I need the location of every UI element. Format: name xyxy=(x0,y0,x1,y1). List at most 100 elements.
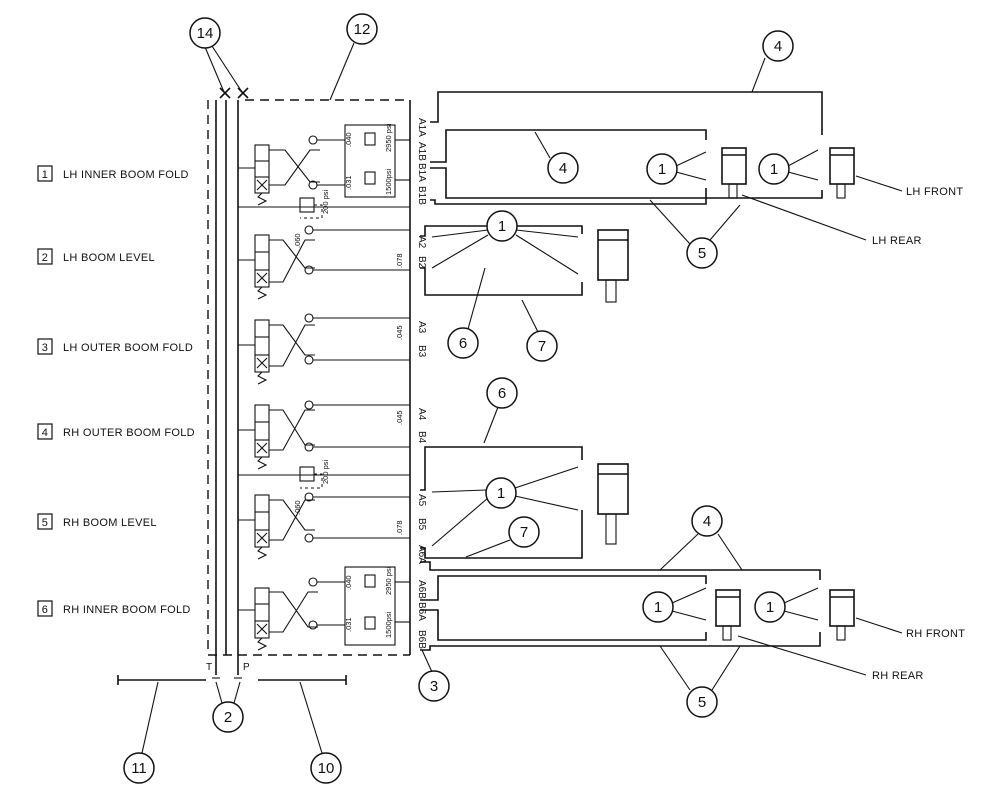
cylinder-label-leaders xyxy=(737,175,903,676)
svg-text:1: 1 xyxy=(766,599,774,616)
svg-text:1: 1 xyxy=(498,218,506,235)
svg-text:7: 7 xyxy=(538,338,546,355)
svg-text:1500psi: 1500psi xyxy=(384,168,393,195)
cylinder-rh-rear xyxy=(715,589,741,641)
valve-section-5 xyxy=(238,492,410,560)
callout-12: 12 xyxy=(329,13,378,101)
cylinder-labels: LH FRONT LH REAR RH FRONT RH REAR xyxy=(872,186,965,682)
svg-text:3: 3 xyxy=(430,678,438,695)
svg-text:B4: B4 xyxy=(416,431,427,444)
callout-1-lh-level: 1 xyxy=(431,210,579,275)
rh-inner-fold-hoses xyxy=(420,561,821,651)
svg-text:A2: A2 xyxy=(416,236,427,249)
svg-text:6: 6 xyxy=(459,335,467,352)
svg-text:A3: A3 xyxy=(416,321,427,334)
svg-text:RH OUTER BOOM FOLD: RH OUTER BOOM FOLD xyxy=(63,427,195,439)
callout-11: 11 xyxy=(123,681,159,784)
svg-text:B1A: B1A xyxy=(416,163,427,182)
svg-text:6: 6 xyxy=(498,385,506,402)
svg-text:.078: .078 xyxy=(395,520,404,535)
valve-section-6 xyxy=(238,566,410,651)
callout-7-rh: 7 xyxy=(465,516,540,558)
svg-text:.040: .040 xyxy=(344,132,353,147)
svg-text:7: 7 xyxy=(520,524,528,541)
orifice-labels: .040 .031 .060 .078 .045 .045 .060 .078 … xyxy=(293,132,404,632)
callout-6-rh: 6 xyxy=(483,377,518,444)
cylinder-lh-rear xyxy=(721,147,747,199)
cylinder-lh-front xyxy=(829,147,855,199)
function-label-1: 1 LH INNER BOOM FOLD xyxy=(37,165,189,182)
callout-4-bottom: 4 xyxy=(659,505,743,571)
svg-text:RH REAR: RH REAR xyxy=(872,670,924,682)
svg-text:LH OUTER BOOM FOLD: LH OUTER BOOM FOLD xyxy=(63,342,193,354)
svg-text:1: 1 xyxy=(497,485,505,502)
callout-6-lh: 6 xyxy=(447,267,486,359)
callout-2: 2 xyxy=(212,681,244,733)
function-label-6: 6 RH INNER BOOM FOLD xyxy=(37,600,191,617)
svg-text:LH BOOM LEVEL: LH BOOM LEVEL xyxy=(63,252,155,264)
svg-text:1: 1 xyxy=(658,161,666,178)
svg-text:.060: .060 xyxy=(293,500,302,515)
svg-text:LH INNER BOOM FOLD: LH INNER BOOM FOLD xyxy=(63,169,189,181)
svg-text:3: 3 xyxy=(42,342,48,354)
callout-1-rh-rear: 1 xyxy=(642,587,707,623)
svg-text:.060: .060 xyxy=(293,233,302,248)
svg-text:6: 6 xyxy=(42,604,48,616)
svg-text:11: 11 xyxy=(131,760,147,777)
svg-text:5: 5 xyxy=(698,245,706,262)
svg-text:B6B: B6B xyxy=(416,630,427,649)
callout-10: 10 xyxy=(299,681,342,784)
lh-boom-level-hoses xyxy=(420,225,583,296)
svg-text:B2: B2 xyxy=(416,256,427,269)
tank-pressure-ports: T P xyxy=(206,662,250,679)
svg-text:RH INNER BOOM FOLD: RH INNER BOOM FOLD xyxy=(63,604,191,616)
function-label-5: 5 RH BOOM LEVEL xyxy=(37,513,156,530)
svg-text:LH REAR: LH REAR xyxy=(872,235,922,247)
callout-1-rh-level: 1 xyxy=(431,466,579,547)
svg-text:2: 2 xyxy=(224,709,232,726)
svg-text:12: 12 xyxy=(354,21,371,38)
svg-text:2950 psi: 2950 psi xyxy=(384,566,393,595)
svg-text:B1B: B1B xyxy=(416,186,427,205)
svg-text:B6A: B6A xyxy=(416,602,427,621)
callout-7-lh: 7 xyxy=(521,299,558,362)
callout-4-mid: 4 xyxy=(534,131,579,184)
svg-text:10: 10 xyxy=(318,760,335,777)
cylinder-rh-front xyxy=(829,589,855,641)
cylinder-lh-level xyxy=(597,229,629,303)
svg-text:A5: A5 xyxy=(416,494,427,507)
valve-section-4 xyxy=(238,400,410,470)
svg-text:1: 1 xyxy=(770,161,778,178)
svg-text:.045: .045 xyxy=(395,325,404,340)
valve-section-1 xyxy=(238,124,410,206)
svg-text:4: 4 xyxy=(774,38,782,55)
callout-3: 3 xyxy=(418,649,450,702)
svg-text:200 psi: 200 psi xyxy=(321,189,330,214)
svg-text:B5: B5 xyxy=(416,518,427,531)
svg-text:4: 4 xyxy=(42,427,48,439)
svg-text:A4: A4 xyxy=(416,408,427,421)
callout-5-top: 5 xyxy=(649,199,741,269)
valve-section-2 xyxy=(238,225,410,300)
svg-text:2950 psi: 2950 psi xyxy=(384,123,393,152)
svg-text:.045: .045 xyxy=(395,410,404,425)
valve-bank-outline xyxy=(207,99,411,656)
rh-boom-level-hoses xyxy=(420,446,583,559)
svg-text:.078: .078 xyxy=(395,253,404,268)
plug-x-marks xyxy=(219,87,249,99)
svg-text:1500psi: 1500psi xyxy=(384,611,393,638)
port-labels: A1A A1B B1A B1B A2 B2 A3 B3 A4 B4 A5 B5 … xyxy=(416,118,427,649)
svg-text:1: 1 xyxy=(42,169,48,181)
cylinder-rh-level xyxy=(597,463,629,545)
return-line-10 xyxy=(258,675,347,685)
svg-text:.040: .040 xyxy=(344,575,353,590)
svg-text:LH FRONT: LH FRONT xyxy=(906,186,963,198)
lh-inner-fold-hoses xyxy=(430,91,823,205)
svg-text:5: 5 xyxy=(698,694,706,711)
callout-4-top: 4 xyxy=(751,30,794,93)
svg-text:RH FRONT: RH FRONT xyxy=(906,628,965,640)
svg-text:.031: .031 xyxy=(344,175,353,190)
svg-text:200 psi: 200 psi xyxy=(321,459,330,484)
svg-text:14: 14 xyxy=(197,25,214,42)
